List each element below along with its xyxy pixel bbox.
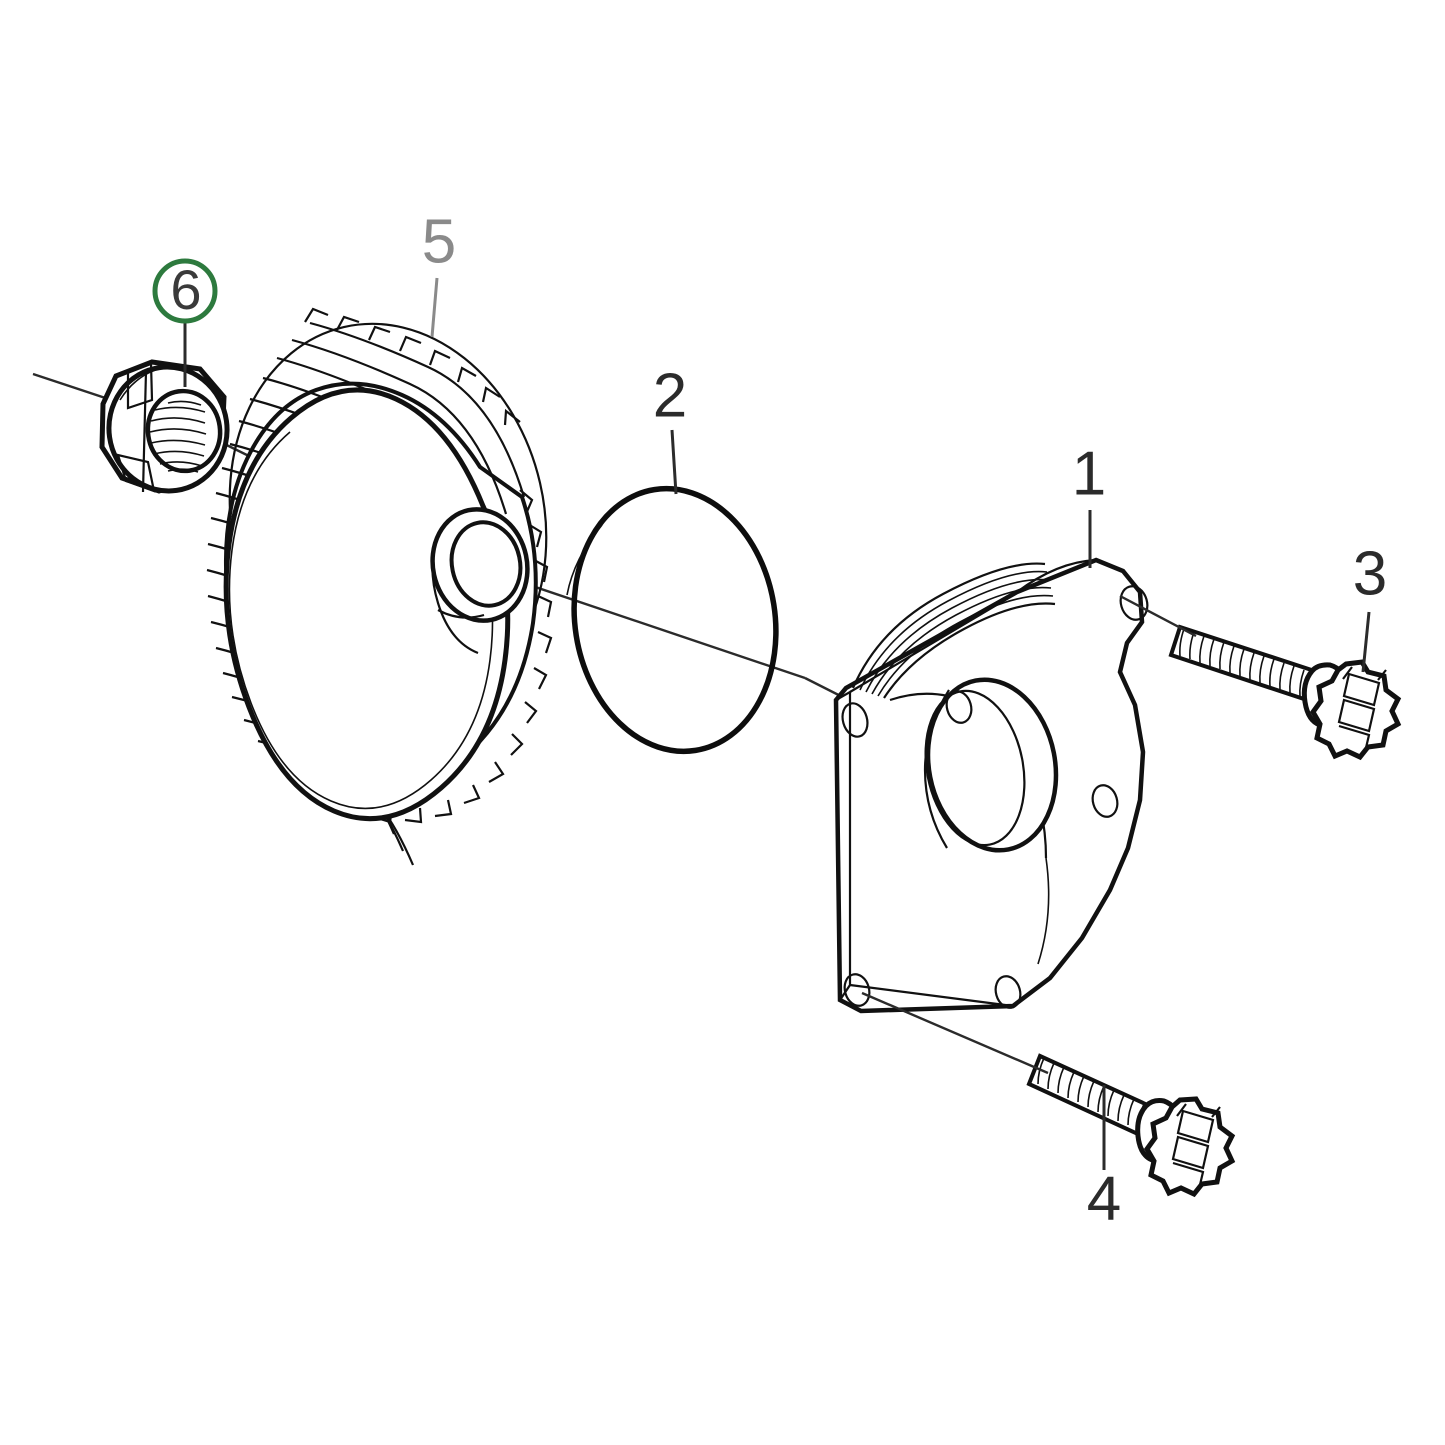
part-o-ring-seal: [566, 485, 779, 755]
hole-lower-mid: [994, 975, 1022, 1009]
leader-3: [1361, 611, 1371, 673]
axis-bolt-3: [1119, 594, 1197, 638]
part-hex-flange-nut: [99, 359, 230, 494]
part-flange-bolt-upper: [1168, 624, 1402, 761]
callout-2-number[interactable]: 2: [653, 361, 687, 430]
bolt-lower-head-facets: [1171, 1103, 1221, 1190]
bolt-lower-threads: [1037, 1057, 1145, 1131]
hole-right-mid: [1091, 784, 1119, 818]
gear-teeth-upper-scallops: [304, 307, 521, 426]
hole-lower-left: [843, 973, 871, 1007]
bolt-upper-head-facets: [1337, 666, 1387, 753]
part-flange-bolt-lower: [1026, 1053, 1236, 1198]
callout-5-number[interactable]: 5: [422, 207, 456, 276]
callout-4-number[interactable]: 4: [1087, 1164, 1121, 1233]
leader-5: [430, 277, 439, 338]
hole-upper-right: [1119, 585, 1149, 621]
leader-2: [670, 429, 678, 495]
part-housing-bracket: [833, 557, 1149, 1014]
callout-3-number[interactable]: 3: [1353, 539, 1387, 608]
leader-lines: [183, 277, 1371, 1170]
hole-upper-mid: [945, 690, 973, 724]
callout-labels: 6 5 2 1 3 4: [152, 207, 1387, 1233]
part-helical-gear: [206, 307, 553, 866]
callout-6-highlight-ring: [152, 258, 218, 324]
axis-bolt-4: [861, 991, 1049, 1075]
callout-6-number: 6: [170, 258, 201, 321]
nut-thread-lines: [149, 400, 207, 473]
hole-upper-left: [841, 702, 869, 738]
callout-6[interactable]: 6: [152, 258, 218, 324]
callout-1-number[interactable]: 1: [1072, 439, 1106, 508]
